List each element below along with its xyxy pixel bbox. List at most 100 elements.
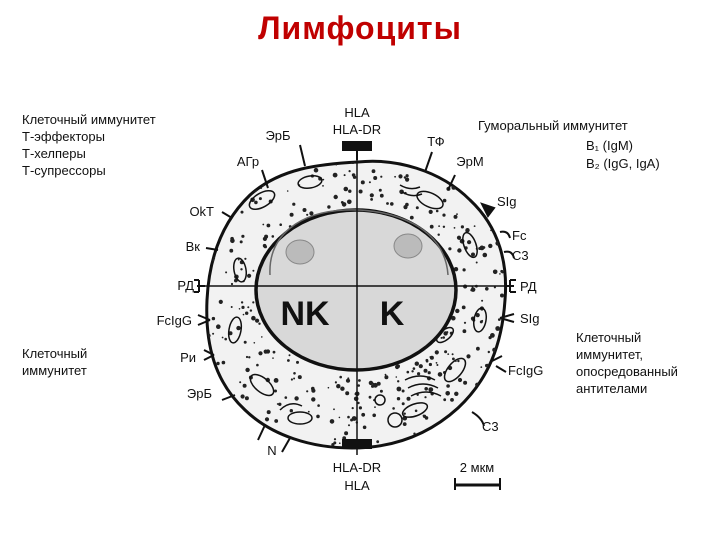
granule — [358, 406, 362, 410]
granule — [340, 201, 344, 204]
granule — [446, 384, 450, 388]
granule — [230, 282, 234, 286]
granule — [463, 321, 467, 324]
granule — [289, 212, 294, 217]
granule — [261, 336, 263, 338]
granule — [414, 409, 418, 413]
granule — [384, 373, 387, 376]
granule — [437, 233, 440, 236]
granule — [395, 376, 398, 378]
granule — [286, 190, 289, 192]
granule — [263, 349, 268, 354]
granule — [327, 386, 330, 389]
granule — [412, 367, 416, 370]
granule — [371, 169, 376, 174]
granule — [284, 396, 288, 399]
granule — [294, 396, 299, 401]
right-top-block: Гуморальный иммунитет B₁ (IgM) B₂ (IgG, … — [478, 118, 660, 171]
granule — [424, 396, 427, 399]
granule — [238, 308, 241, 310]
granule — [276, 403, 279, 405]
label-erb-top: ЭрБ — [265, 128, 290, 143]
granule — [417, 372, 421, 376]
granule — [258, 351, 263, 356]
granule — [396, 386, 402, 392]
granule — [240, 301, 244, 304]
granule — [379, 193, 384, 198]
granule — [225, 271, 228, 274]
label-n: N — [267, 443, 276, 458]
granule — [424, 416, 429, 420]
granule — [499, 273, 501, 275]
granule — [252, 269, 255, 272]
granule — [504, 280, 506, 283]
granule — [331, 443, 335, 447]
granule — [242, 313, 245, 316]
granule — [500, 293, 504, 298]
granule — [492, 364, 496, 368]
granule — [221, 360, 226, 365]
granule — [411, 370, 414, 373]
granule — [245, 355, 249, 359]
granule — [425, 359, 429, 363]
granule — [316, 414, 320, 419]
nucleus-inner-contour — [269, 209, 449, 276]
granule — [476, 346, 480, 351]
granule — [376, 440, 380, 444]
granule — [309, 211, 314, 216]
granule — [262, 223, 265, 226]
label-rd-right: РД — [520, 279, 537, 294]
granule — [462, 268, 466, 272]
granule — [248, 356, 251, 359]
granule — [358, 189, 363, 194]
granule — [444, 350, 448, 354]
granule — [266, 410, 271, 415]
granule — [438, 225, 440, 228]
granule — [368, 395, 372, 399]
granule — [480, 366, 483, 368]
granule — [263, 245, 267, 249]
granule — [287, 359, 290, 362]
granule — [443, 398, 447, 402]
granule — [374, 406, 376, 408]
label-c3-bottom: C3 — [482, 419, 499, 434]
nucleus-label-nk: NK — [280, 295, 330, 333]
label-erb-bottom: ЭрБ — [187, 386, 212, 401]
granule — [369, 193, 374, 198]
granule — [278, 402, 282, 406]
granule — [486, 363, 489, 366]
granule — [339, 375, 343, 379]
nucleolus — [285, 239, 315, 265]
granule — [423, 368, 428, 373]
granule — [488, 243, 493, 249]
granule — [293, 377, 296, 380]
granule — [347, 415, 350, 419]
left-top-line: Т-супрессоры — [22, 163, 106, 178]
granule — [386, 202, 389, 205]
granule — [335, 163, 338, 166]
granule — [397, 380, 400, 383]
granule — [398, 174, 403, 179]
cytoplasm-granules — [206, 161, 506, 447]
granule — [347, 199, 352, 205]
granule — [422, 414, 425, 417]
granule — [442, 336, 446, 339]
granule — [405, 177, 410, 182]
granule — [348, 189, 352, 193]
granule — [504, 325, 506, 329]
right-top-line: B₁ (IgM) — [586, 138, 633, 153]
left-mid-line: иммунитет — [22, 363, 87, 378]
granule — [271, 235, 275, 238]
granule — [428, 362, 432, 367]
granule — [237, 258, 240, 261]
granule — [475, 313, 480, 318]
granule — [264, 417, 270, 422]
granule — [371, 384, 375, 388]
left-mid-block: Клеточный иммунитет — [22, 346, 87, 378]
granule — [373, 382, 378, 388]
granule — [379, 389, 383, 393]
granule — [333, 408, 335, 411]
granule — [473, 225, 476, 228]
label-rd-left: РД — [177, 278, 194, 293]
